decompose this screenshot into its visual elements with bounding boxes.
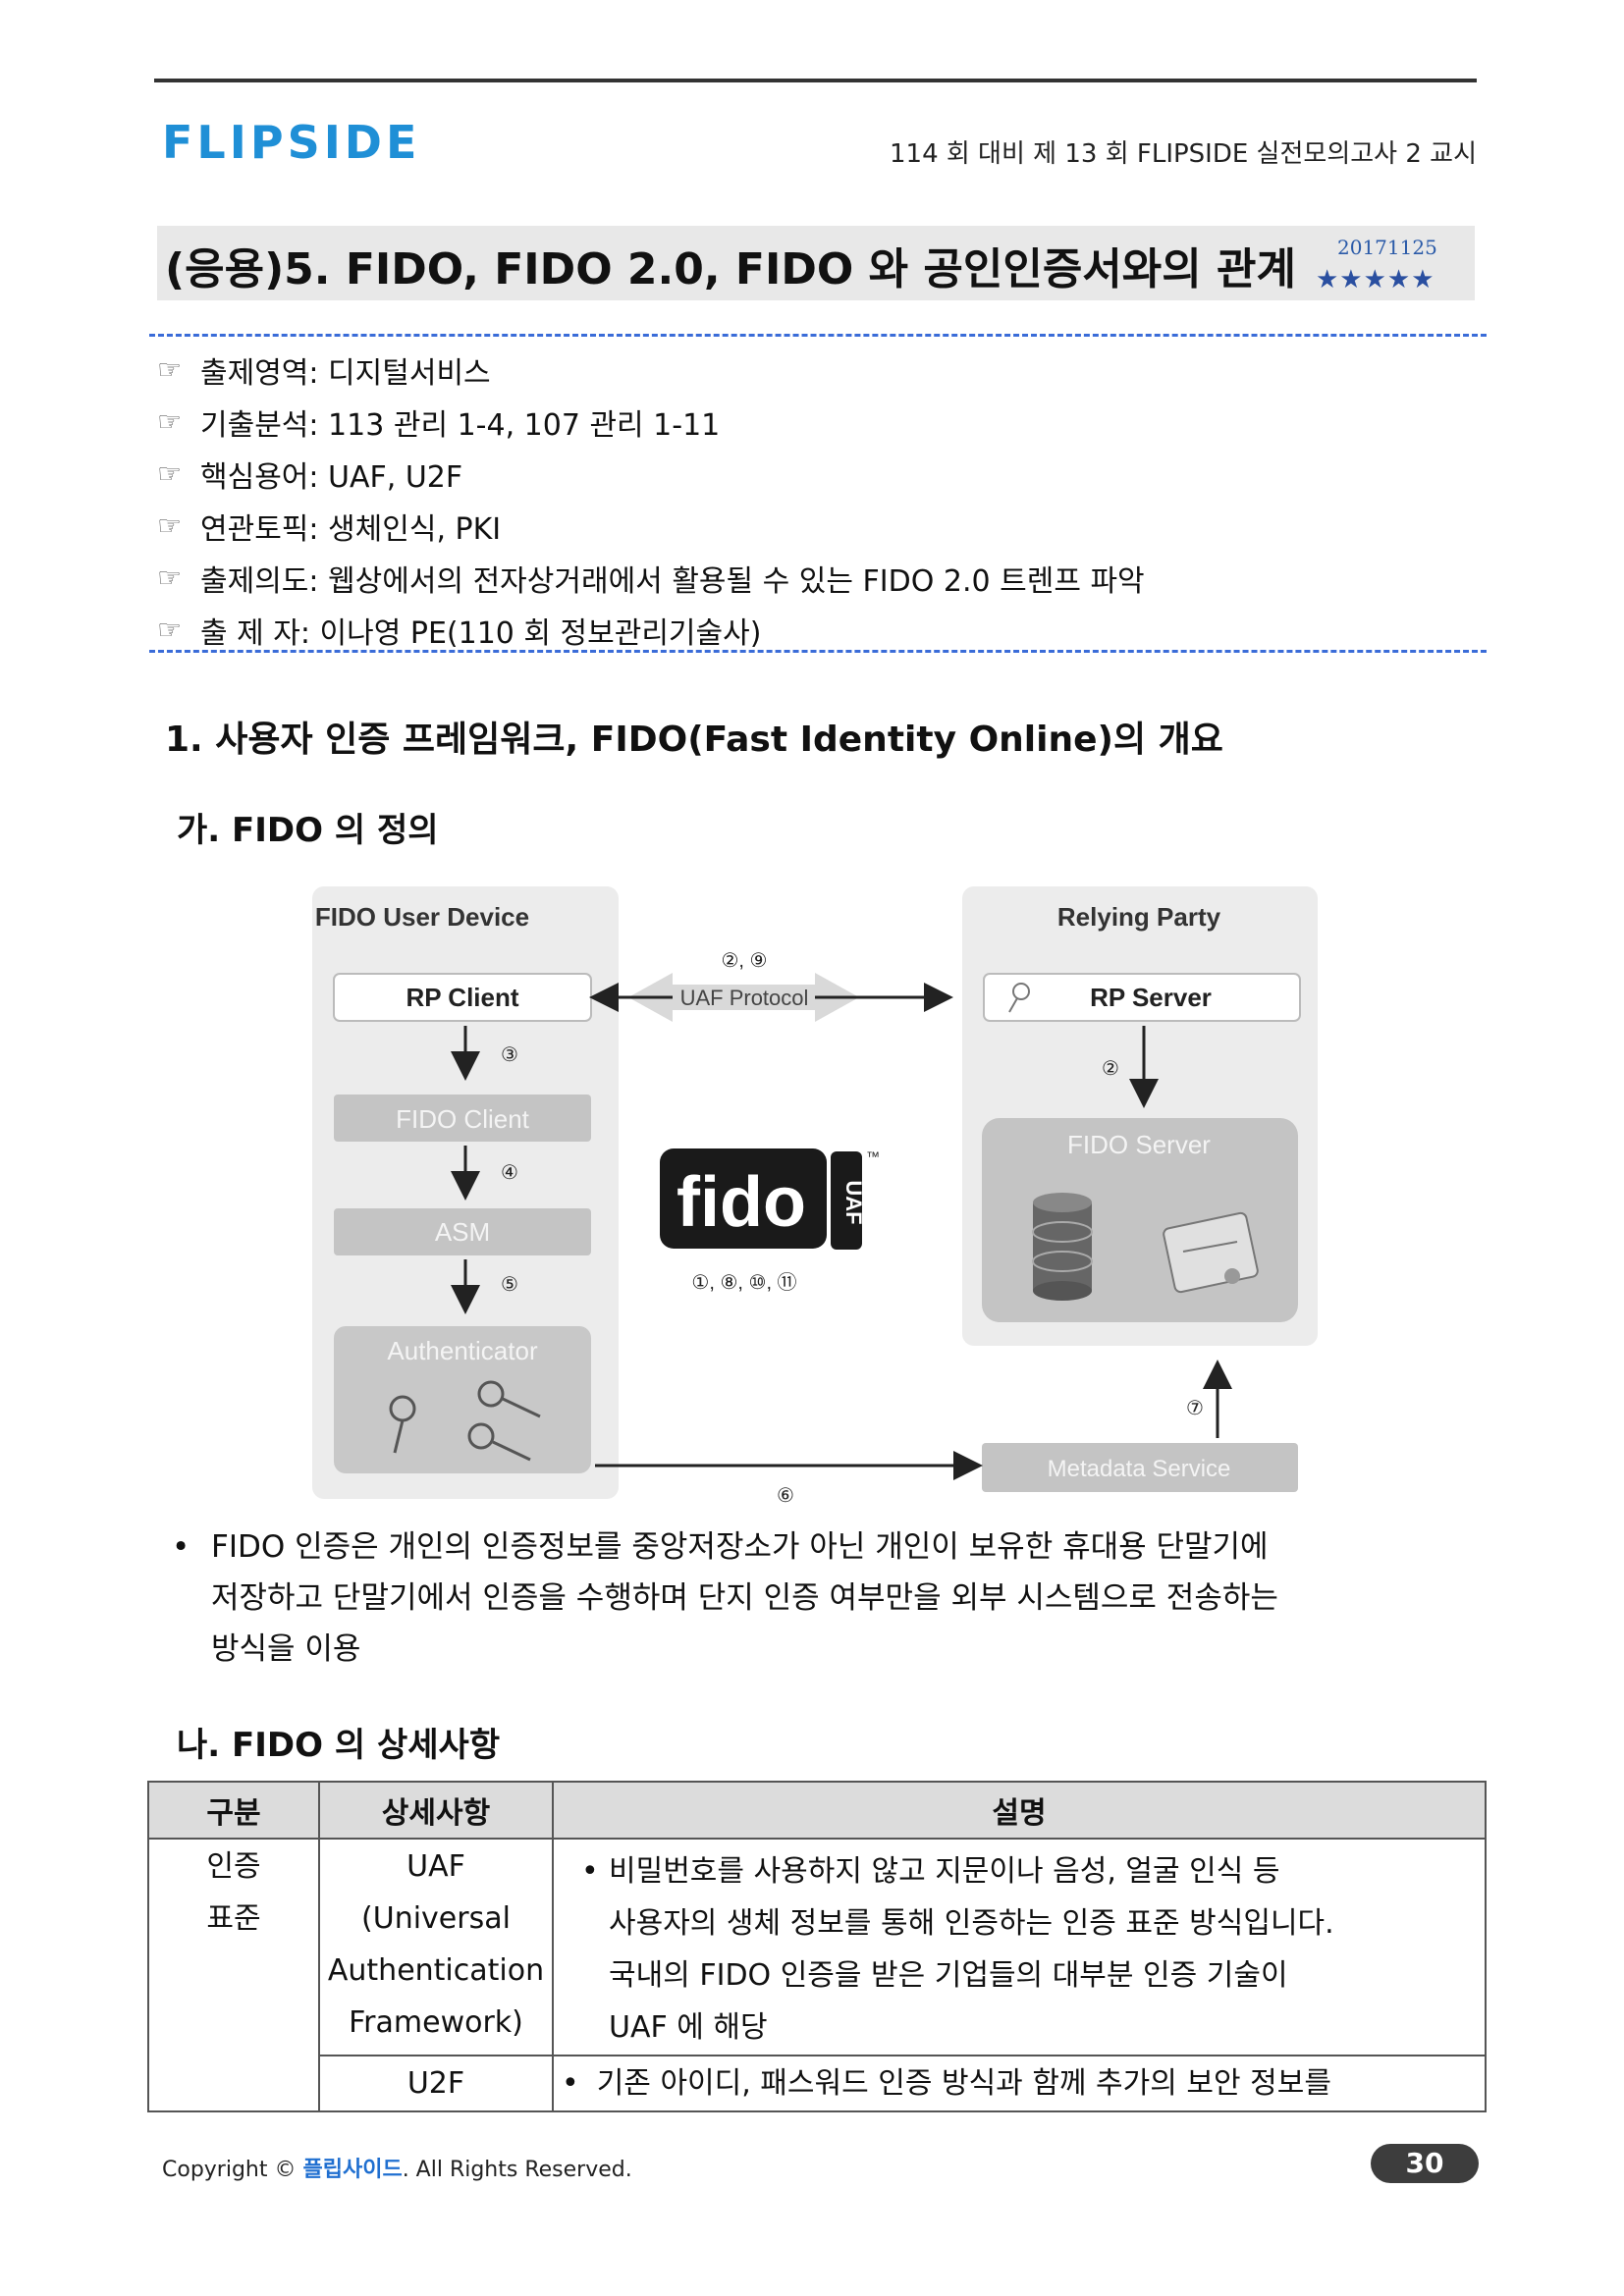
uaf-logo-text: UAF xyxy=(841,1180,866,1224)
uaf-cell: UAF (Universal Authentication Framework) xyxy=(318,1838,554,2056)
bullet-dot: • xyxy=(562,2066,579,2101)
dashed-divider-top xyxy=(149,334,1487,337)
description-line: 국내의 FIDO 인증을 받은 기업들의 대부분 인증 기술이 xyxy=(609,1958,1288,1993)
difficulty-stars: ★★★★★ xyxy=(1316,265,1435,294)
asm-label: ASM xyxy=(435,1217,490,1247)
uaf-line: Authentication xyxy=(327,1953,545,1988)
key-icon xyxy=(1008,983,1030,1013)
fido-details-table: 구분 상세사항 설명 인증 표준 UAF (Universal Authenti… xyxy=(147,1781,1487,2112)
meta-text: 출제영역: 디지털서비스 xyxy=(200,355,491,391)
metadata-service-label: Metadata Service xyxy=(1048,1456,1231,1482)
pointing-hand-icon: ☞ xyxy=(157,561,183,594)
pointing-hand-icon: ☞ xyxy=(157,457,183,490)
meta-row: ☞ 연관토픽: 생체인식, PKI xyxy=(157,500,1145,552)
title-date: 20171125 xyxy=(1337,236,1437,259)
key-icon xyxy=(389,1380,541,1462)
metadata-service-box xyxy=(982,1443,1298,1492)
trademark-mark: ™ xyxy=(866,1148,880,1164)
pointing-hand-icon: ☞ xyxy=(157,353,183,386)
header-description: 설명 xyxy=(552,1781,1487,1840)
meta-row: ☞ 출 제 자: 이나영 PE(110 회 정보관리기술사) xyxy=(157,604,1145,656)
database-icon xyxy=(1032,1193,1093,1301)
certificate-icon xyxy=(1163,1211,1259,1294)
pointing-hand-icon: ☞ xyxy=(157,509,183,542)
uaf-description-cell: • 비밀번호를 사용하지 않고 지문이나 음성, 얼굴 인식 등 사용자의 생체… xyxy=(552,1838,1487,2056)
table-row: 인증 표준 UAF (Universal Authentication Fram… xyxy=(147,1838,1487,2112)
step-2-label: ② xyxy=(1102,1058,1119,1080)
header-detail: 상세사항 xyxy=(318,1781,554,1840)
meta-text: 연관토픽: 생체인식, PKI xyxy=(200,511,502,547)
bullet-dot: • xyxy=(172,1529,190,1565)
meta-row: ☞ 출제의도: 웹상에서의 전자상거래에서 활용될 수 있는 FIDO 2.0 트… xyxy=(157,552,1145,604)
description-line: UAF 에 해당 xyxy=(609,2010,768,2045)
pointing-hand-icon: ☞ xyxy=(157,614,183,646)
exam-header: 114 회 대비 제 13 회 FLIPSIDE 실전모의고사 2 교시 xyxy=(889,139,1477,169)
copyright-suffix: . All Rights Reserved. xyxy=(402,2158,632,2182)
table-row: U2F • 기존 아이디, 패스워드 인증 방식과 함께 추가의 보안 정보를 xyxy=(148,2055,1487,2112)
meta-text: 기출분석: 113 관리 1-4, 107 관리 1-11 xyxy=(200,407,721,443)
description-line: 비밀번호를 사용하지 않고 지문이나 음성, 얼굴 인식 등 xyxy=(609,1854,1280,1889)
top-rule xyxy=(154,79,1477,82)
flipside-logo: FLIPSIDE xyxy=(162,116,421,169)
title-bar xyxy=(157,226,1475,300)
category-line: 인증 xyxy=(206,1849,261,1884)
uaf-protocol-arrow xyxy=(628,973,859,1022)
copyright-prefix: Copyright © xyxy=(162,2158,303,2182)
rp-server-box xyxy=(983,973,1301,1022)
uaf-line: Framework) xyxy=(349,2005,523,2040)
step-2-9-label: ②, ⑨ xyxy=(722,950,768,972)
u2f-description-cell: • 기존 아이디, 패스워드 인증 방식과 함께 추가의 보안 정보를 xyxy=(552,2055,1487,2112)
category-cell: 인증 표준 xyxy=(147,1838,320,2112)
bullet-line: FIDO 인증은 개인의 인증정보를 중앙저장소가 아닌 개인이 보유한 휴대용… xyxy=(211,1529,1269,1565)
page-number: 30 xyxy=(1371,2144,1479,2183)
page-title: (응용)5. FIDO, FIDO 2.0, FIDO 와 공인인증서와의 관계 xyxy=(165,244,1297,294)
meta-row: ☞ 기출분석: 113 관리 1-4, 107 관리 1-11 xyxy=(157,396,1145,448)
step-7-label: ⑦ xyxy=(1186,1398,1204,1419)
authenticator-label: Authenticator xyxy=(387,1336,538,1365)
fido-uaf-architecture-diagram: FIDO User Device RP Client ③ FIDO Client… xyxy=(312,886,1318,1507)
fido-logo-text: fido xyxy=(677,1163,806,1242)
subsection-definition: 가. FIDO 의 정의 xyxy=(177,811,439,850)
meta-text: 출 제 자: 이나영 PE(110 회 정보관리기술사) xyxy=(200,615,762,651)
step-3-label: ③ xyxy=(501,1044,518,1066)
subsection-details: 나. FIDO 의 상세사항 xyxy=(177,1726,501,1765)
bullet-dot: • xyxy=(581,1854,599,1889)
step-5-label: ⑤ xyxy=(501,1274,518,1296)
uaf-protocol-label: UAF Protocol xyxy=(680,986,809,1010)
step-6-label: ⑥ xyxy=(777,1485,794,1507)
copyright-notice: Copyright © 플립사이드. All Rights Reserved. xyxy=(162,2152,632,2183)
u2f-cell: U2F xyxy=(318,2055,554,2112)
step-1-8-10-11-label: ①, ⑧, ⑩, ⑪ xyxy=(691,1271,796,1294)
meta-list: ☞ 출제영역: 디지털서비스 ☞ 기출분석: 113 관리 1-4, 107 관리 … xyxy=(157,344,1145,656)
copyright-brand: 플립사이드 xyxy=(302,2158,403,2182)
description-line: 기존 아이디, 패스워드 인증 방식과 함께 추가의 보안 정보를 xyxy=(596,2066,1331,2101)
relying-party-label: Relying Party xyxy=(1057,902,1221,932)
dashed-divider-bottom xyxy=(149,650,1487,653)
table-header-row: 구분 상세사항 설명 xyxy=(147,1781,1487,1840)
pointing-hand-icon: ☞ xyxy=(157,405,183,438)
meta-row: ☞ 핵심용어: UAF, U2F xyxy=(157,448,1145,500)
section-heading: 1. 사용자 인증 프레임워크, FIDO(Fast Identity Onli… xyxy=(165,720,1223,760)
bullet-line: 저장하고 단말기에서 인증을 수행하며 단지 인증 여부만을 외부 시스템으로 … xyxy=(211,1580,1278,1616)
step-4-label: ④ xyxy=(501,1162,518,1184)
meta-text: 핵심용어: UAF, U2F xyxy=(200,459,463,495)
uaf-line: UAF xyxy=(406,1849,465,1884)
asm-box xyxy=(334,1208,591,1255)
meta-text: 출제의도: 웹상에서의 전자상거래에서 활용될 수 있는 FIDO 2.0 트렌… xyxy=(200,563,1145,599)
fido-definition-bullet: • FIDO 인증은 개인의 인증정보를 중앙저장소가 아닌 개인이 보유한 휴… xyxy=(172,1522,1488,1675)
fido-client-label: FIDO Client xyxy=(396,1104,530,1134)
user-device-label: FIDO User Device xyxy=(315,902,529,932)
rp-server-label: RP Server xyxy=(1090,983,1212,1012)
fido-uaf-logo: fido UAF ™ xyxy=(660,1148,880,1250)
meta-row: ☞ 출제영역: 디지털서비스 xyxy=(157,344,1145,396)
fido-client-box xyxy=(334,1095,591,1142)
bullet-line: 방식을 이용 xyxy=(211,1631,361,1667)
category-line: 표준 xyxy=(206,1901,261,1936)
fido-server-label: FIDO Server xyxy=(1067,1130,1211,1159)
description-line: 사용자의 생체 정보를 통해 인증하는 인증 표준 방식입니다. xyxy=(609,1906,1334,1941)
header-category: 구분 xyxy=(147,1781,320,1840)
uaf-line: (Universal xyxy=(361,1901,511,1936)
rp-client-label: RP Client xyxy=(406,983,518,1012)
